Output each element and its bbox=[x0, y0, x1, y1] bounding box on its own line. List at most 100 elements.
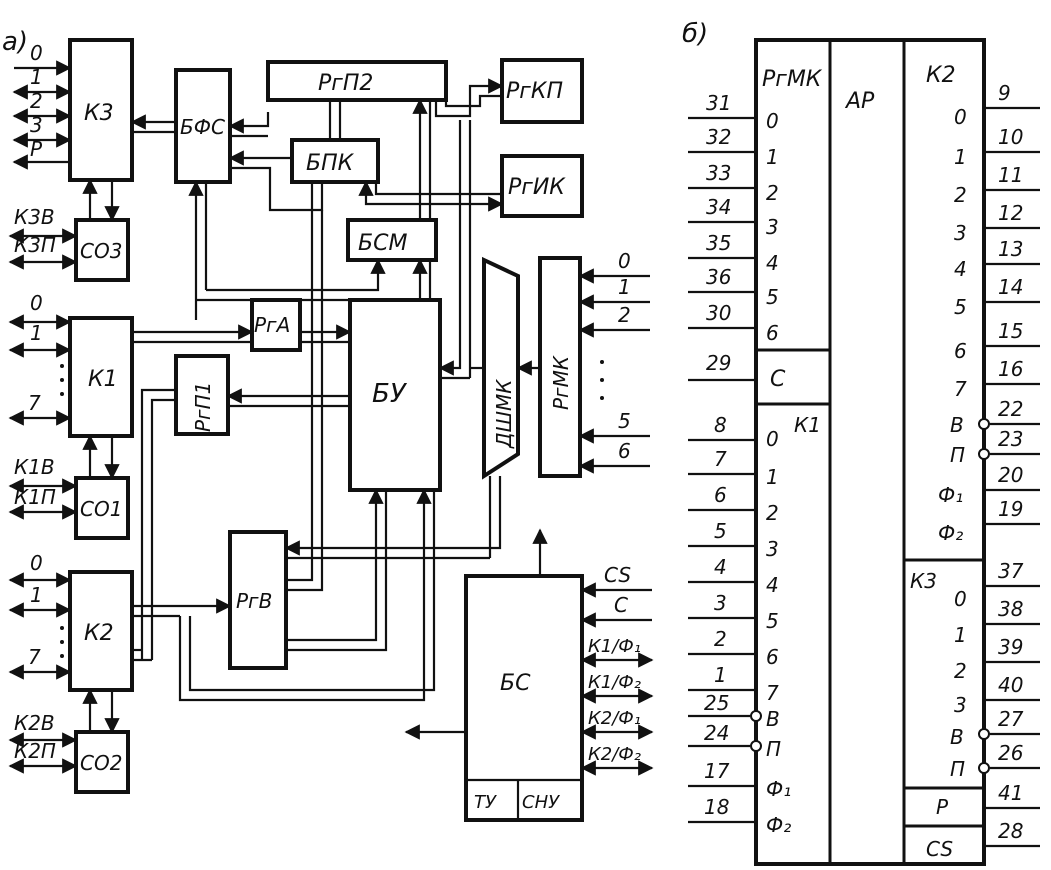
pin-12: 12 bbox=[998, 201, 1023, 225]
block-dshmk-label: ДШМК bbox=[492, 379, 516, 449]
sig-rgmk-3: 3 bbox=[766, 215, 779, 239]
block-so1 bbox=[74, 476, 130, 540]
pin-6: 6 bbox=[714, 483, 727, 507]
pin-24: 24 bbox=[704, 721, 729, 745]
k1-pins: 0 1 7 bbox=[8, 291, 72, 426]
block-rgkp-label: РгКП bbox=[506, 79, 563, 104]
sig-rgmk-1: 1 bbox=[766, 145, 779, 169]
so3-pin-k3p: К3П bbox=[14, 233, 56, 257]
pin-22: 22 bbox=[998, 397, 1023, 421]
block-diagram: К3 0 1 2 3 Р СО3 К3В К3П К1 bbox=[8, 38, 654, 822]
block-tu-label: ТУ bbox=[474, 792, 497, 813]
block-bsm bbox=[346, 218, 438, 262]
pin-34: 34 bbox=[706, 195, 731, 219]
pin-10: 10 bbox=[998, 125, 1023, 149]
block-rga bbox=[250, 298, 302, 352]
sig-rgmk-2: 2 bbox=[766, 181, 779, 205]
k2-pins: 0 1 7 bbox=[8, 551, 72, 680]
sig-k3-p: П bbox=[950, 757, 965, 781]
pin-41: 41 bbox=[998, 781, 1023, 805]
pin-37: 37 bbox=[998, 559, 1024, 583]
pin-4: 4 bbox=[714, 555, 727, 579]
block-k1 bbox=[68, 316, 134, 438]
pin-28: 28 bbox=[998, 819, 1023, 843]
bs-inputs: CS С К1/Ф₁ К1/Ф₂ К2/Ф₁ К2/Ф₂ bbox=[580, 563, 654, 776]
pin-1: 1 bbox=[714, 663, 727, 687]
so1-pins: К1В К1П bbox=[8, 455, 78, 520]
bs-in-cs: CS bbox=[604, 563, 631, 587]
sig-k1-5: 5 bbox=[766, 609, 779, 633]
panel-label-a: а) bbox=[2, 27, 28, 57]
pin-5: 5 bbox=[714, 519, 727, 543]
sig-k2-f2: Ф₂ bbox=[938, 521, 963, 545]
block-dshmk bbox=[482, 256, 520, 480]
pin-3: 3 bbox=[714, 591, 727, 615]
pin-29: 29 bbox=[706, 351, 731, 375]
block-rgmk-label: РгМК bbox=[549, 355, 573, 410]
k3-pins: 0 1 2 3 Р bbox=[12, 41, 72, 170]
sig-k2-2: 2 bbox=[954, 183, 967, 207]
sig-rgmk-0: 0 bbox=[766, 109, 779, 133]
rgmk-in-1: 1 bbox=[618, 275, 631, 299]
block-bsm-label: БСМ bbox=[358, 231, 407, 256]
sig-k2-4: 4 bbox=[954, 257, 967, 281]
sig-k2-7: 7 bbox=[954, 377, 967, 401]
pin-23: 23 bbox=[998, 427, 1023, 451]
pin-30: 30 bbox=[706, 301, 731, 325]
pin-19: 19 bbox=[998, 497, 1023, 521]
rgmk-inputs: 0 1 2 5 6 bbox=[578, 249, 650, 474]
pin-13: 13 bbox=[998, 237, 1023, 261]
bs-in-k1f1: К1/Ф₁ bbox=[588, 636, 641, 657]
block-so3-label: СО3 bbox=[80, 239, 122, 263]
pin-16: 16 bbox=[998, 357, 1023, 381]
pin-20: 20 bbox=[998, 463, 1023, 487]
section-ar: АР bbox=[844, 89, 875, 114]
block-bfs bbox=[174, 68, 232, 184]
pin-8: 8 bbox=[714, 413, 727, 437]
pin-26: 26 bbox=[998, 741, 1023, 765]
sig-k1-0: 0 bbox=[766, 427, 779, 451]
pin-27: 27 bbox=[998, 707, 1024, 731]
so3-pin-k3v: К3В bbox=[14, 205, 55, 229]
block-bpk bbox=[290, 138, 380, 184]
pin-25: 25 bbox=[704, 691, 729, 715]
section-k1: К1 bbox=[794, 413, 821, 437]
k3-pin-3: 3 bbox=[30, 113, 43, 137]
block-rgp2 bbox=[266, 60, 448, 102]
sig-k2-f1: Ф₁ bbox=[938, 483, 963, 507]
pin-39: 39 bbox=[998, 635, 1023, 659]
block-rgik bbox=[500, 154, 584, 218]
pin-group-k2: 9 10 11 12 13 14 15 16 22 23 20 19 0 1 2… bbox=[938, 81, 1040, 545]
block-so2 bbox=[74, 730, 130, 794]
bs-in-k2f1: К2/Ф₁ bbox=[588, 708, 641, 729]
sig-k1-3: 3 bbox=[766, 537, 779, 561]
sig-k2-v: В bbox=[950, 413, 964, 437]
so2-pin-k2p: К2П bbox=[14, 739, 56, 763]
section-k2: К2 bbox=[926, 63, 956, 88]
block-so3 bbox=[74, 218, 130, 282]
pin-group-c: 29 bbox=[688, 351, 756, 382]
pin-7: 7 bbox=[714, 447, 727, 471]
pin-group-k3: 37 38 39 40 27 26 0 1 2 3 В П bbox=[950, 559, 1040, 781]
pin-group-rgmk: 31 32 33 34 35 36 30 0 1 2 3 4 5 6 bbox=[688, 91, 779, 345]
sig-k3-1: 1 bbox=[954, 623, 967, 647]
pin-2: 2 bbox=[714, 627, 727, 651]
sig-k1-7: 7 bbox=[766, 681, 779, 705]
pin-11: 11 bbox=[998, 163, 1023, 187]
k2-pin-1: 1 bbox=[30, 583, 43, 607]
bs-in-k2f2: К2/Ф₂ bbox=[588, 744, 641, 765]
sig-rgmk-5: 5 bbox=[766, 285, 779, 309]
sig-k1-6: 6 bbox=[766, 645, 779, 669]
pin-35: 35 bbox=[706, 231, 731, 255]
sig-k1-f2: Ф₂ bbox=[766, 813, 791, 837]
k3-pin-2: 2 bbox=[30, 89, 43, 113]
k2-pin-7: 7 bbox=[28, 645, 41, 669]
sig-k1-4: 4 bbox=[766, 573, 779, 597]
block-snu-label: СНУ bbox=[522, 792, 560, 813]
block-bs bbox=[464, 574, 584, 822]
block-bs-label: БС bbox=[500, 671, 531, 696]
so1-pin-k1p: К1П bbox=[14, 485, 56, 509]
pin-32: 32 bbox=[706, 125, 731, 149]
k1-pin-0: 0 bbox=[30, 291, 43, 315]
k2-pin-0: 0 bbox=[30, 551, 43, 575]
